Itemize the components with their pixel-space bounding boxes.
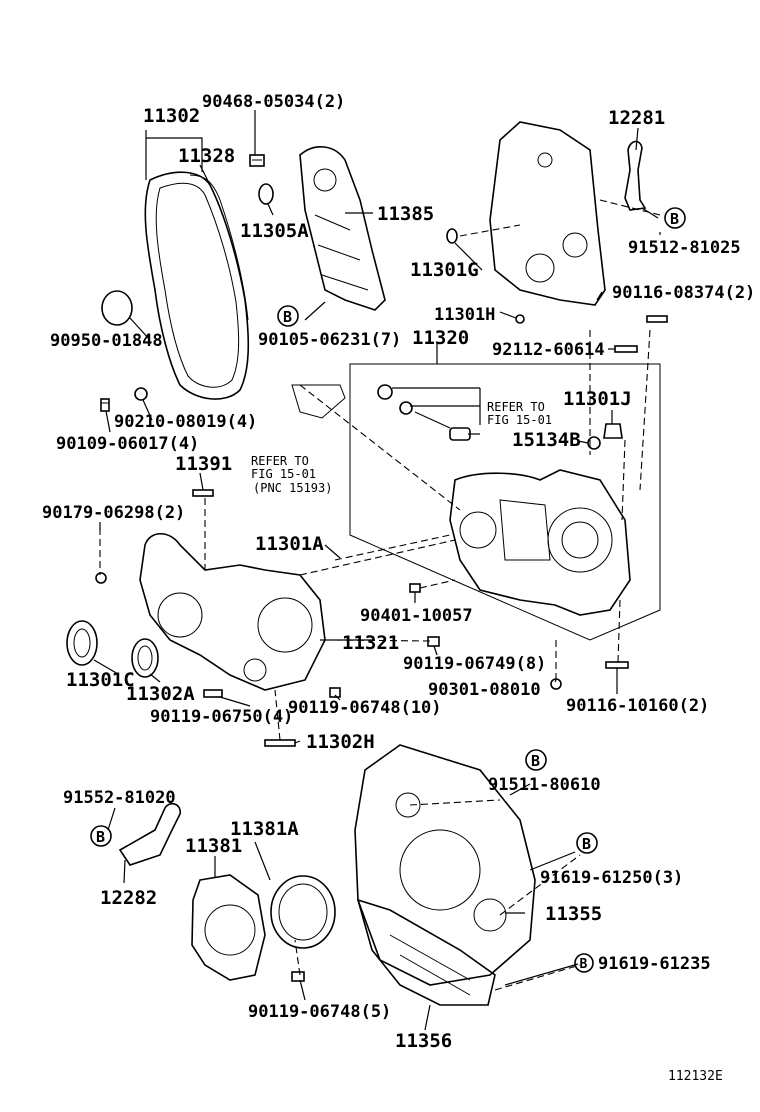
callout-b-91552: B	[90, 825, 112, 847]
refer-left-line2: FIG 15-01	[251, 467, 316, 481]
refer-note-upper: REFER TO FIG 15-01	[392, 387, 552, 435]
label-11355: 11355	[545, 903, 602, 925]
label-90119-06748-5: 90119-06748(5)	[248, 1002, 391, 1022]
callout-b-text: B	[580, 957, 588, 972]
refer-left-line1: REFER TO	[251, 454, 309, 468]
oil-pump-relief-parts	[377, 384, 471, 441]
plug-11301J	[603, 423, 623, 439]
label-11356: 11356	[395, 1030, 452, 1052]
oil-seal-11381A	[270, 875, 336, 949]
label-91619-61235: 91619-61235	[598, 954, 711, 974]
bolt-90401	[409, 583, 421, 593]
oil-seal-11301C	[66, 620, 98, 666]
figure-id: 112132E	[668, 1069, 723, 1084]
assembly-frame-11320	[349, 363, 661, 641]
label-11301H: 11301H	[434, 305, 495, 325]
timing-plate-upper	[489, 121, 606, 306]
timing-belt-cover-upper	[144, 171, 250, 400]
label-11320: 11320	[412, 327, 469, 349]
refer-upper-line1: REFER TO	[487, 400, 545, 414]
label-90179-06298: 90179-06298(2)	[42, 503, 185, 523]
label-90119-06749: 90119-06749(8)	[403, 654, 546, 674]
bracket-11381	[191, 874, 266, 981]
label-91512-81025: 91512-81025	[628, 238, 741, 258]
label-15134B: 15134B	[512, 429, 581, 451]
stud-90116-10160	[605, 661, 629, 669]
refer-upper-line2: FIG 15-01	[487, 413, 552, 427]
label-90301-08010: 90301-08010	[428, 680, 541, 700]
grommet-11305A	[258, 183, 274, 205]
label-90116-10160: 90116-10160(2)	[566, 696, 709, 716]
label-90950-01848: 90950-01848	[50, 331, 163, 351]
label-91511-80610: 91511-80610	[488, 775, 601, 795]
label-90116-08374: 90116-08374(2)	[612, 283, 755, 303]
label-11328: 11328	[178, 145, 235, 167]
lower-plate-11356	[356, 898, 496, 1006]
grommet-90210	[134, 387, 148, 401]
nut-90179	[95, 572, 107, 584]
timing-case-11320	[449, 469, 631, 616]
pin-11302H	[264, 739, 296, 747]
callout-b-91619-61235: B	[574, 953, 594, 973]
clip-11391	[192, 489, 214, 497]
label-11302H: 11302H	[306, 731, 375, 753]
label-90119-06748-10: 90119-06748(10)	[288, 698, 442, 718]
label-12282: 12282	[100, 887, 157, 909]
label-11301J: 11301J	[563, 388, 632, 410]
bolt-90119-06750	[203, 689, 223, 698]
engine-hanger-12281	[624, 140, 647, 211]
label-11305A: 11305A	[240, 220, 309, 242]
label-11391: 11391	[175, 453, 232, 475]
label-11301C: 11301C	[66, 669, 135, 691]
label-11301A: 11301A	[255, 533, 324, 555]
label-90105-06231: 90105-06231(7)	[258, 330, 401, 350]
label-12281: 12281	[608, 107, 665, 129]
label-90210-08019: 90210-08019(4)	[114, 412, 257, 432]
clamp-90468	[249, 154, 265, 167]
refer-note-left: REFER TO FIG 15-01 (PNC 15193)	[251, 384, 346, 495]
callout-b-text: B	[531, 752, 540, 770]
engine-hanger-12282	[118, 802, 181, 866]
label-90468-05034: 90468-05034(2)	[202, 92, 345, 112]
stud-92112	[614, 345, 638, 353]
assembly-dashed-lines	[99, 199, 661, 991]
callout-b-text: B	[582, 835, 591, 853]
label-92112-60614: 92112-60614	[492, 340, 605, 360]
bolt-90119-06748	[329, 687, 341, 698]
label-91552-81020: 91552-81020	[63, 788, 176, 808]
label-11321: 11321	[342, 632, 399, 654]
callout-b-text: B	[670, 210, 679, 228]
callout-b-91511: B	[525, 749, 547, 771]
leader-lines	[93, 110, 661, 1031]
callout-b-90105: B	[277, 305, 299, 327]
label-11385: 11385	[377, 203, 434, 225]
oil-seal-11302A	[131, 638, 159, 678]
timing-cover-11321	[139, 532, 326, 691]
plug-90950	[101, 290, 133, 326]
label-90109-06017: 90109-06017(4)	[56, 434, 199, 454]
callout-b-text: B	[283, 308, 292, 326]
callout-b-91512: B	[664, 207, 686, 229]
callout-b-text: B	[96, 828, 105, 846]
callout-b-91619-61250: B	[576, 832, 598, 854]
end-plate-11355	[354, 744, 536, 986]
label-11302A: 11302A	[126, 683, 195, 705]
label-91619-61250: 91619-61250(3)	[540, 868, 683, 888]
nut-11301H	[515, 314, 525, 324]
refer-left-line3: (PNC 15193)	[253, 481, 332, 495]
ring-11301G	[446, 228, 458, 244]
stud-90116-08374	[646, 315, 668, 323]
label-90401-10057: 90401-10057	[360, 606, 473, 626]
label-90119-06750: 90119-06750(4)	[150, 707, 293, 727]
label-11381A: 11381A	[230, 818, 299, 840]
label-11381: 11381	[185, 835, 242, 857]
bolt-90109	[100, 398, 110, 412]
bolt-90119-06748-5	[291, 971, 305, 982]
timing-cover-11385	[299, 146, 386, 311]
label-11302: 11302	[143, 105, 200, 127]
label-11301G: 11301G	[410, 259, 479, 281]
